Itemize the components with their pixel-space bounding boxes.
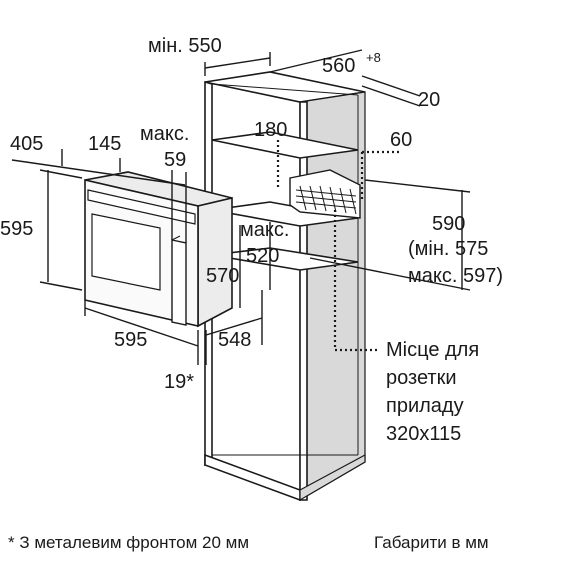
footer: * З металевим фронтом 20 мм Габарити в м… (8, 533, 489, 552)
label-590: 590 (432, 213, 465, 235)
label-560-tolerance: +8 (366, 50, 381, 65)
label-max-59-prefix: макс. (140, 123, 189, 145)
label-595-height: 595 (0, 218, 33, 240)
label-595-width: 595 (114, 329, 147, 351)
label-60: 60 (390, 129, 412, 151)
dimension-labels: мін. 550 560 +8 20 405 145 макс. 59 180 … (0, 35, 503, 393)
socket-note-line-2: розетки (386, 367, 457, 389)
label-20: 20 (418, 89, 440, 111)
oven (84, 171, 233, 328)
label-59: 59 (164, 149, 186, 171)
label-max-520-prefix: макс. (240, 219, 289, 241)
label-570: 570 (206, 265, 239, 287)
label-145: 145 (88, 133, 121, 155)
label-19: 19* (164, 371, 194, 393)
socket-note: Місце для розетки приладу 320x115 (386, 339, 479, 445)
label-590-max: макс. 597) (408, 265, 503, 287)
label-405: 405 (10, 133, 43, 155)
label-590-min: (мін. 575 (408, 238, 488, 260)
label-560: 560 (322, 55, 355, 77)
socket-box (289, 169, 361, 219)
socket-note-line-1: Місце для (386, 339, 479, 361)
label-548: 548 (218, 329, 251, 351)
footer-units: Габарити в мм (374, 533, 489, 552)
socket-note-line-3: приладу (386, 395, 464, 417)
dimension-lines (11, 49, 471, 365)
label-min-550: мін. 550 (148, 35, 222, 57)
label-520: 520 (246, 245, 279, 267)
label-180: 180 (254, 119, 287, 141)
socket-note-line-4: 320x115 (386, 423, 461, 445)
footer-note: * З металевим фронтом 20 мм (8, 533, 249, 552)
